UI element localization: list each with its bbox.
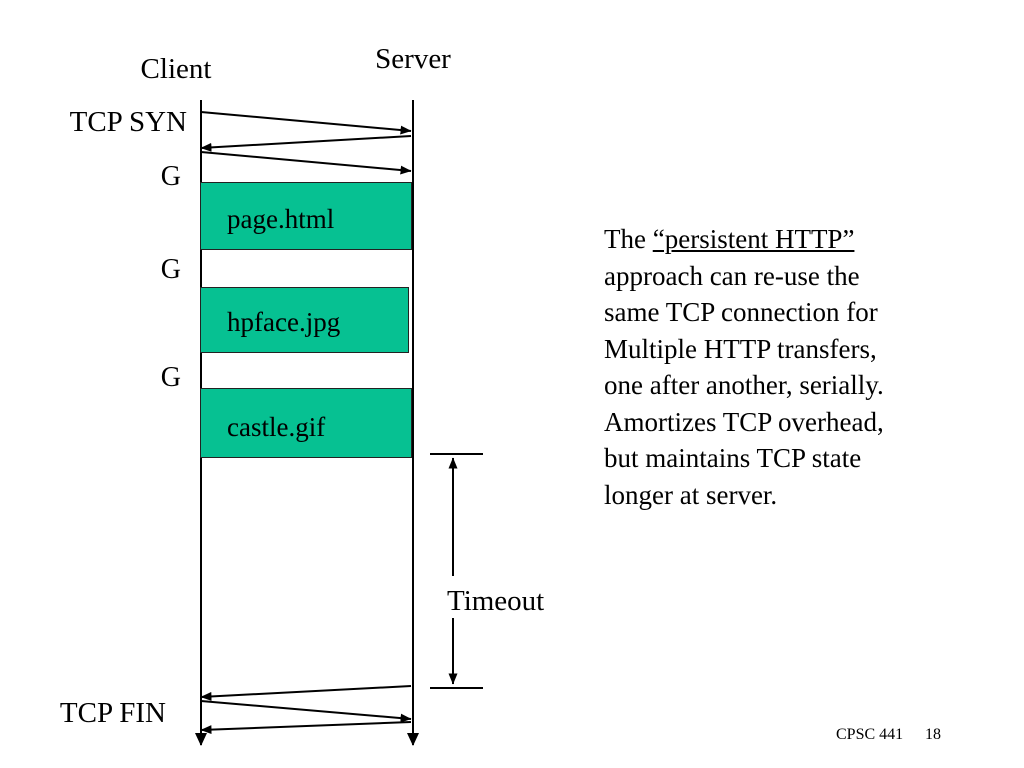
note-line: longer at server. [604, 479, 778, 510]
note-line: Amortizes TCP overhead, [604, 406, 884, 437]
arrow-tcp-fin-ack [200, 721, 412, 735]
arrow-get-request-1 [200, 151, 412, 175]
note-line: approach can re-use the [604, 260, 860, 291]
explanation-note: The “persistent HTTP” approach can re-us… [604, 221, 994, 513]
request-label-get-1: G [160, 161, 181, 192]
arrow-tcp-fin-2 [200, 700, 412, 723]
packet-box-hpface-jpg: hpface.jpg [200, 287, 409, 353]
packet-box-page-html: page.html [200, 182, 412, 250]
footer-course-code: CPSC 441 [836, 726, 904, 743]
request-label-get-2: G [160, 254, 181, 285]
stage-label-tcp-syn: TCP SYN [69, 106, 187, 138]
note-line-underlined: “persistent HTTP” [652, 224, 855, 254]
packet-label-page-html: page.html [227, 204, 335, 234]
note-line: The “persistent HTTP” [604, 221, 994, 258]
note-line: same TCP connection for [604, 297, 878, 327]
packet-label-hpface-jpg: hpface.jpg [227, 307, 341, 337]
packet-box-castle-gif: castle.gif [200, 388, 412, 458]
arrow-tcp-syn [200, 111, 412, 135]
server-lifeline-end-arrow-icon [407, 733, 419, 746]
packet-label-castle-gif: castle.gif [227, 412, 326, 442]
note-line: one after another, serially. [604, 370, 884, 400]
note-line-prefix: The [604, 224, 653, 254]
timeout-label: Timeout [441, 585, 551, 618]
note-line: but maintains TCP state [604, 443, 862, 473]
stage-label-tcp-fin: TCP FIN [59, 697, 166, 729]
arrow-tcp-syn-ack [200, 135, 412, 152]
request-label-get-3: G [160, 362, 181, 393]
server-lifeline [412, 100, 414, 745]
server-column-header: Server [375, 43, 451, 75]
note-line: Multiple HTTP transfers, [604, 333, 877, 364]
footer-page-number: 18 [925, 726, 941, 743]
client-column-header: Client [140, 53, 212, 85]
arrow-tcp-fin-1 [200, 685, 412, 701]
client-lifeline-end-arrow-icon [195, 733, 207, 746]
